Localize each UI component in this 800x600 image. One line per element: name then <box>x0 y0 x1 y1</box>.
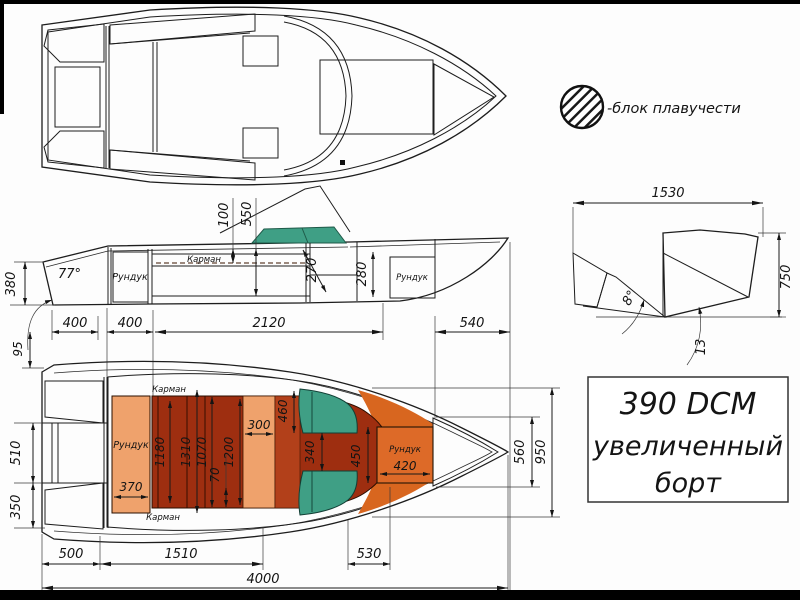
transom-dim-750: 750 <box>779 265 794 290</box>
side-dim-380: 380 <box>4 272 19 297</box>
aft-locker-plan <box>111 395 151 514</box>
side-dim-100: 100 <box>217 203 232 228</box>
drain-plug <box>340 160 345 165</box>
bottom-plan-view: Карман Карман Рундук Рундук 370 1180 131… <box>9 331 560 592</box>
plan-dim-1510: 1510 <box>164 547 197 562</box>
title-block: 390 DCM увеличенный борт <box>587 376 789 503</box>
side-label-runduk-bow: Рундук <box>396 273 429 283</box>
plan-dim-350: 350 <box>9 495 24 520</box>
side-dim-77deg: 77° <box>58 267 81 282</box>
flotation-stern-top <box>44 380 104 424</box>
plan-dim-950: 950 <box>534 440 549 465</box>
side-dim-270: 270 <box>305 258 320 283</box>
transom-left-upper <box>572 252 608 308</box>
plan-dim-400b: 400 <box>118 316 143 331</box>
plan-dim-560: 560 <box>513 440 528 465</box>
transom-dim-13: 13 <box>694 339 709 356</box>
plan-label-runduk-bow: Рундук <box>389 445 422 455</box>
console-starboard <box>298 388 358 434</box>
mid-seat <box>242 395 276 509</box>
letterbox-left <box>0 0 4 114</box>
transom-right-panel <box>662 229 759 318</box>
side-view: 380 77° 100 550 270 280 Рундук Карман Ру… <box>4 185 510 351</box>
plan-dim-400a: 400 <box>63 316 88 331</box>
plan-label-karman-bottom: Карман <box>146 513 180 523</box>
transom-left-lower <box>582 272 667 318</box>
legend-label: -блок плавучести <box>607 101 741 117</box>
side-dim-280: 280 <box>355 262 370 287</box>
plan-dim-450: 450 <box>349 444 363 467</box>
plan-dim-1310: 1310 <box>179 436 193 467</box>
letterbox-top <box>0 0 800 4</box>
flotation-hatch-stern-bottom <box>43 130 105 169</box>
plan-dim-4000: 4000 <box>246 572 279 587</box>
flotation-hatch-stern-top <box>43 23 105 63</box>
bow-locker-plan <box>376 426 434 484</box>
title-line2: увеличенный <box>592 431 783 462</box>
side-label-karman: Карман <box>187 255 221 265</box>
plan-label-karman-top: Карман <box>152 385 186 395</box>
flotation-block-symbol <box>559 84 605 130</box>
plan-dim-460: 460 <box>276 399 290 422</box>
plan-dim-70: 70 <box>208 467 222 483</box>
cockpit-floor <box>151 265 311 297</box>
top-plan-view <box>41 6 507 186</box>
transom-dim-1530: 1530 <box>651 186 684 201</box>
title-line1: 390 DCM <box>620 387 757 422</box>
plan-dim-1200: 1200 <box>222 436 236 467</box>
transom-view: 1530 750 8° 13 <box>572 186 794 366</box>
flotation-hatch-gunwale-bottom <box>109 149 256 181</box>
plan-dim-540: 540 <box>460 316 485 331</box>
mid-dimension-row: 400 400 2120 540 <box>51 242 511 592</box>
plan-dim-1180: 1180 <box>153 436 167 467</box>
plan-dim-95: 95 <box>11 341 25 356</box>
plan-dim-1070: 1070 <box>195 436 209 467</box>
plan-dim-510: 510 <box>9 441 24 466</box>
plan-dim-370: 370 <box>120 480 143 494</box>
plan-dim-2120: 2120 <box>252 316 285 331</box>
letterbox-bottom <box>0 590 800 600</box>
flotation-stern-bottom <box>44 482 104 530</box>
flotation-bow <box>432 417 499 487</box>
plan-dim-300: 300 <box>248 418 271 432</box>
cockpit-pocket-strip <box>151 253 311 267</box>
plan-label-runduk-aft: Рундук <box>113 440 149 451</box>
side-label-runduk-aft: Рундук <box>112 272 148 283</box>
hull-side <box>42 237 510 306</box>
transom-dim-8deg: 8° <box>620 288 640 308</box>
console-port <box>298 470 358 516</box>
plan-dim-420: 420 <box>394 459 417 473</box>
side-dim-550: 550 <box>240 202 255 227</box>
plan-dim-500: 500 <box>59 547 84 562</box>
plan-dim-530: 530 <box>357 547 382 562</box>
hull-plan <box>41 360 510 544</box>
flotation-hatch-gunwale-top <box>109 13 256 45</box>
legend: -блок плавучести <box>559 84 741 130</box>
plan-dim-340: 340 <box>303 440 317 463</box>
flotation-hatch-bow <box>433 63 495 136</box>
title-line3: борт <box>655 468 722 499</box>
windshield <box>250 226 347 244</box>
